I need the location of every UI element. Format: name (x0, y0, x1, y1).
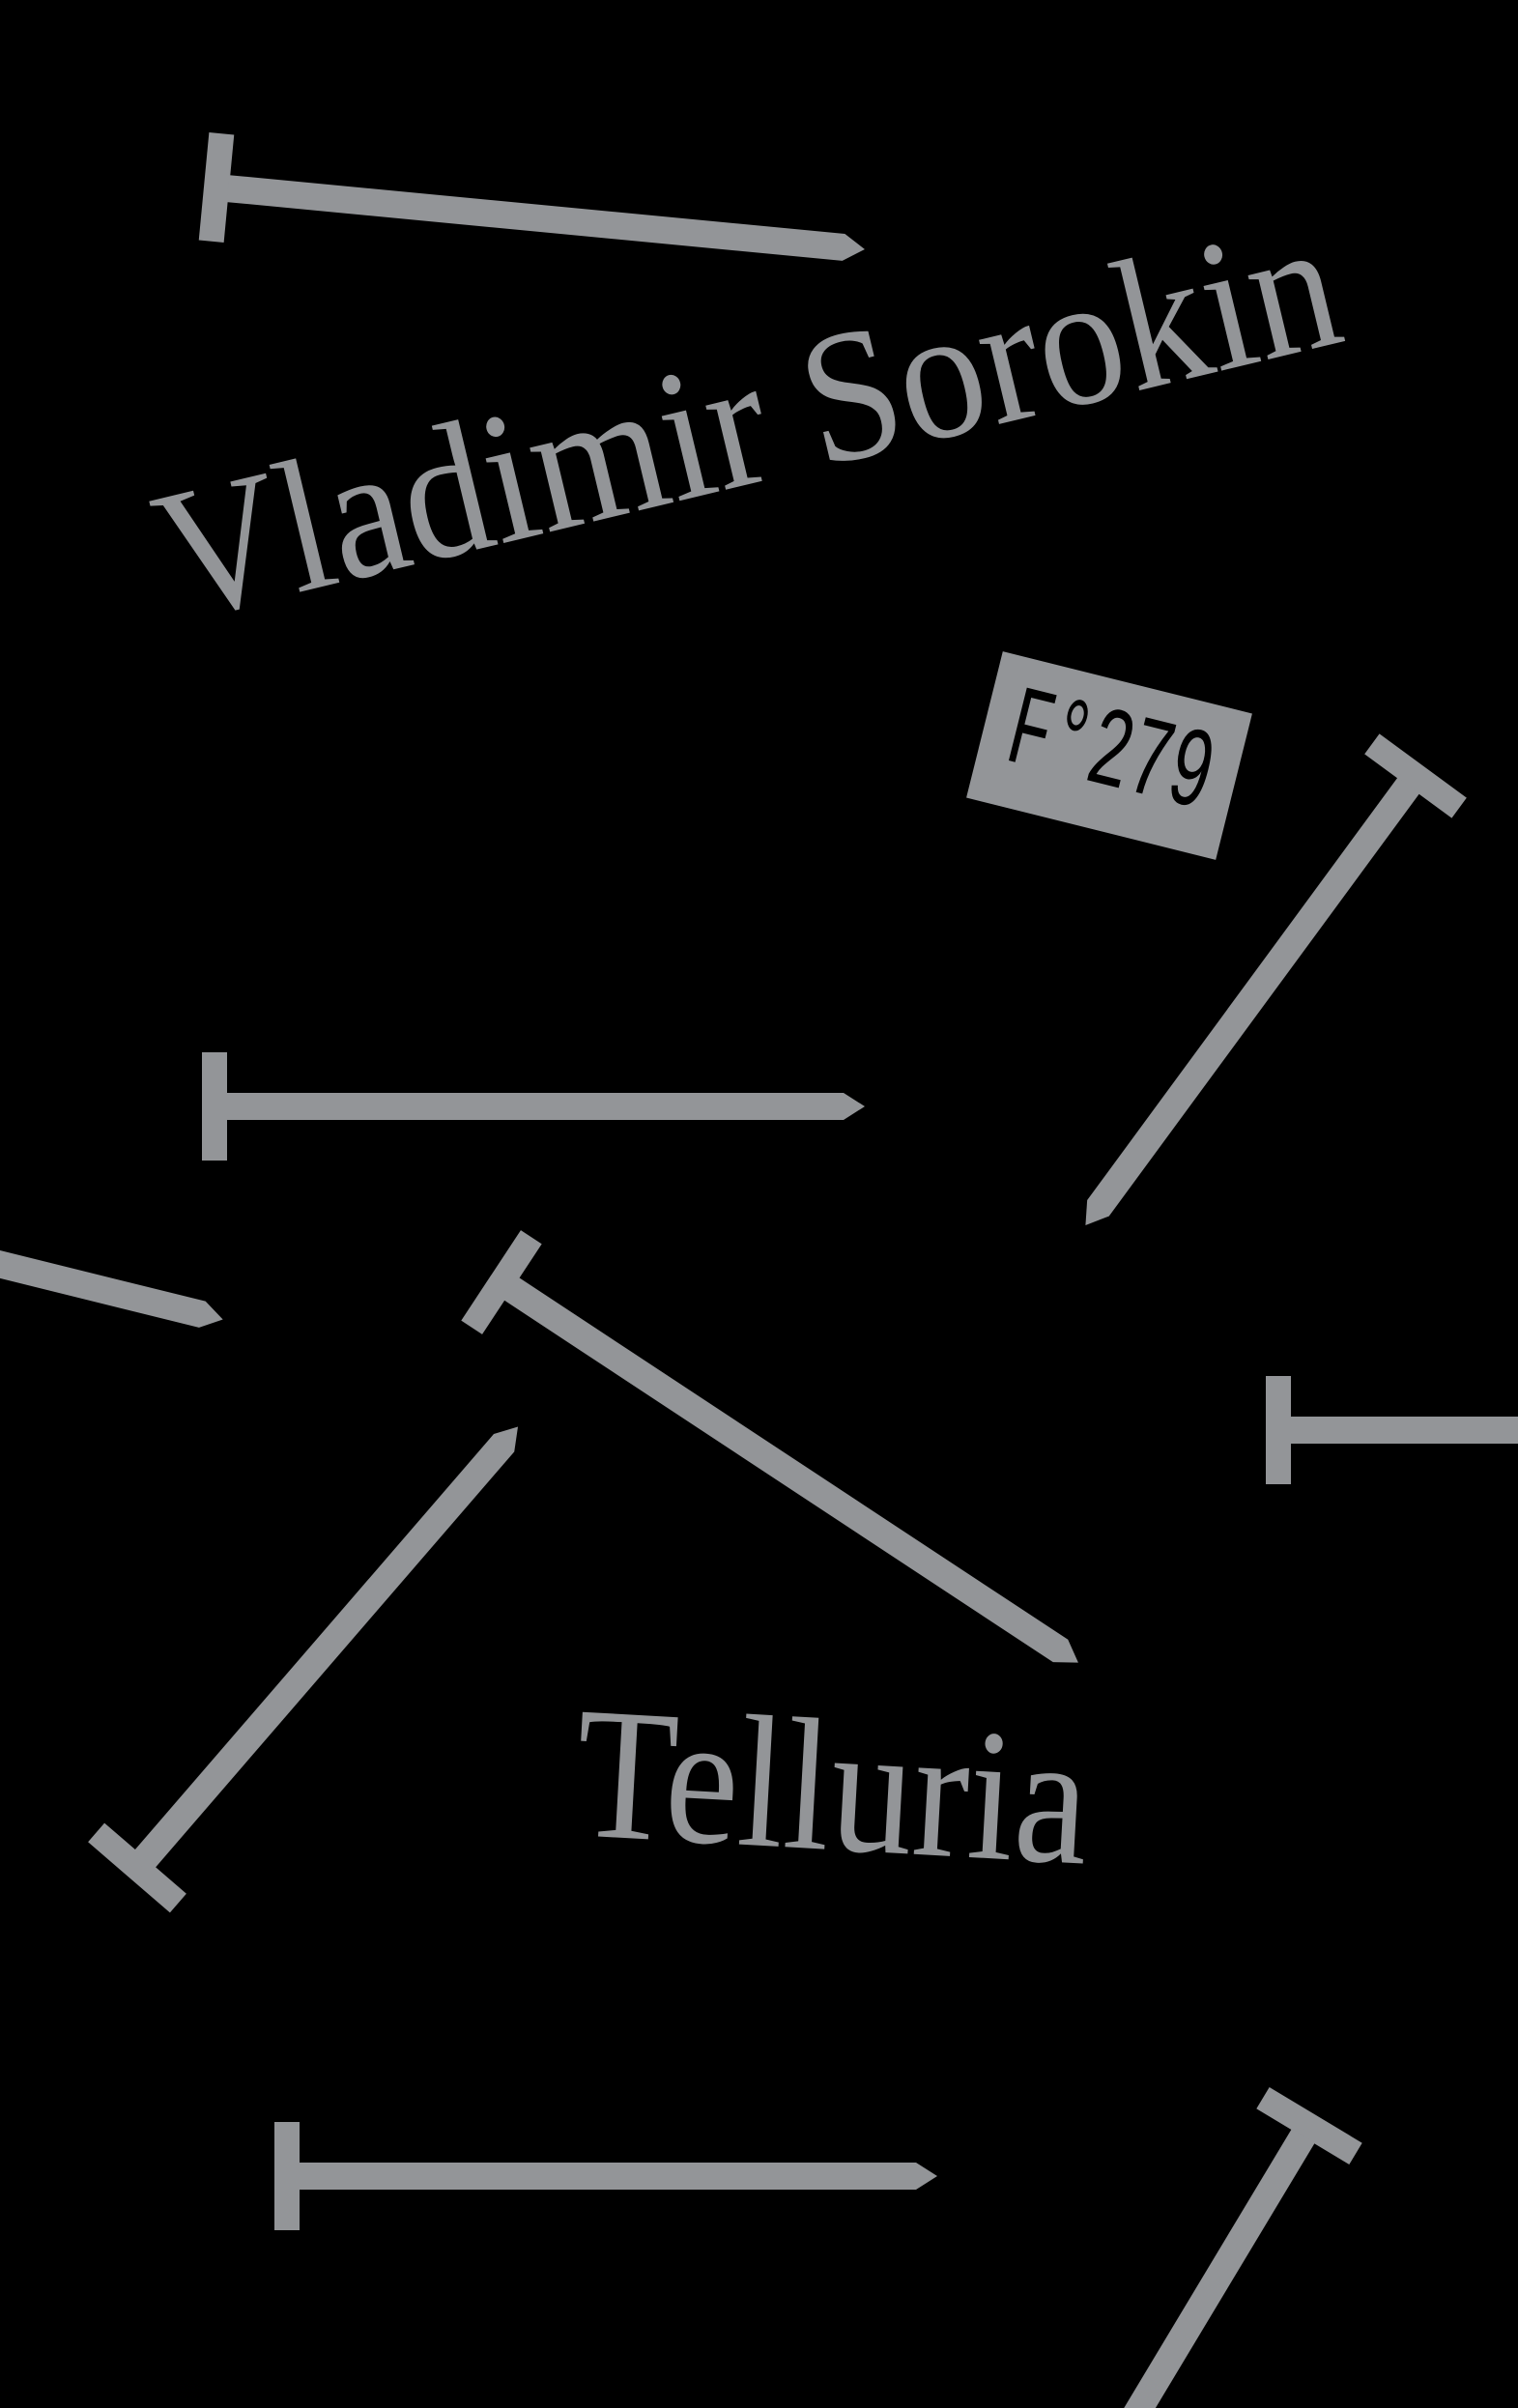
nail-right-edge-icon (1266, 1376, 1518, 1484)
nail-right-diagonal-icon (1085, 733, 1467, 1226)
nail-bottom-horizontal-icon (274, 2122, 937, 2230)
book-title: Telluria (570, 1668, 1095, 1906)
nail-left-edge-icon (0, 1156, 223, 1328)
nail-bottom-right-icon (1000, 2087, 1362, 2408)
nail-middle-horizontal-icon (202, 1052, 865, 1161)
nail-center-diagonal-icon (461, 1230, 1078, 1663)
nail-top-icon (198, 132, 865, 261)
publisher-badge-label: F°279 (993, 668, 1225, 843)
nail-lower-left-diagonal-icon (88, 1426, 519, 1913)
